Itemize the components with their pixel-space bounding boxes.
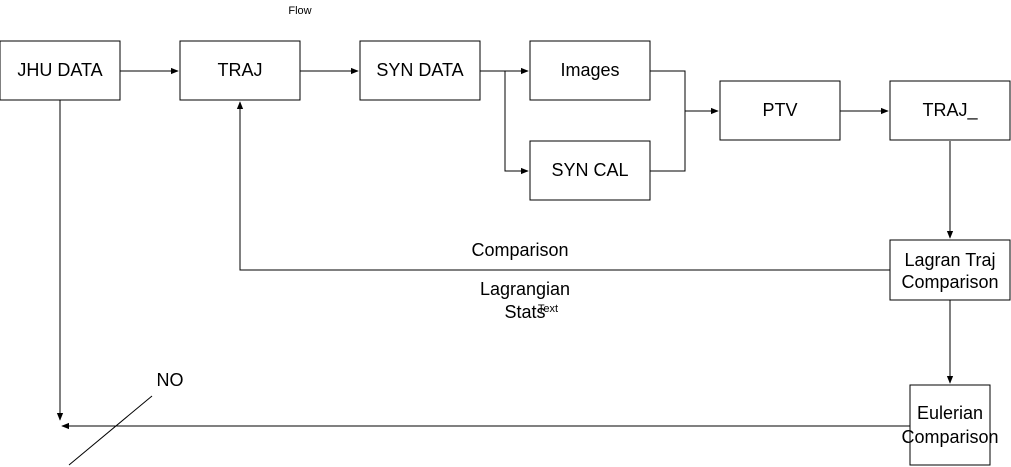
node-traj: TRAJ xyxy=(179,40,301,101)
node-jhu-data: JHU DATA xyxy=(0,40,121,101)
node-images: Images xyxy=(529,40,651,101)
node-traj-label: TRAJ xyxy=(218,60,263,80)
edge-label-lagrangian-line2: Stats xyxy=(504,302,545,322)
edge-lagran-to-traj xyxy=(236,101,890,271)
node-syn-data-label: SYN DATA xyxy=(376,60,463,80)
text-placeholder-label: Text xyxy=(538,303,558,315)
node-syn-cal: SYN CAL xyxy=(529,140,651,201)
node-traj-out: TRAJ_ xyxy=(889,80,1011,141)
node-syn-data: SYN DATA xyxy=(359,40,481,101)
node-images-label: Images xyxy=(560,60,619,80)
node-eulerian-comparison: Eulerian Comparison xyxy=(901,384,999,466)
node-syn-cal-label: SYN CAL xyxy=(551,160,628,180)
diagram-title: Flow xyxy=(288,5,311,17)
node-jhu-data-label: JHU DATA xyxy=(17,60,102,80)
node-lagran-traj-label-line2: Comparison xyxy=(901,272,998,292)
edge-label-lagrangian-line1: Lagrangian xyxy=(480,279,570,299)
edge-label-comparison: Comparison xyxy=(471,240,568,260)
node-traj-out-label: TRAJ_ xyxy=(922,100,978,121)
node-ptv-label: PTV xyxy=(762,100,797,120)
node-eulerian-label-line1: Eulerian xyxy=(917,403,983,423)
edge-images-to-ptv xyxy=(650,70,719,115)
edge-syn-data-to-syn-cal xyxy=(504,71,529,175)
node-eulerian-label-line2: Comparison xyxy=(901,427,998,447)
edge-label-no: NO xyxy=(157,370,184,390)
node-lagran-traj-comparison: Lagran Traj Comparison xyxy=(889,239,1011,301)
edge-syn-cal-to-ptv xyxy=(650,111,686,172)
node-lagran-traj-label-line1: Lagran Traj xyxy=(904,250,995,270)
no-slash-line xyxy=(68,395,153,466)
node-ptv: PTV xyxy=(719,80,841,141)
